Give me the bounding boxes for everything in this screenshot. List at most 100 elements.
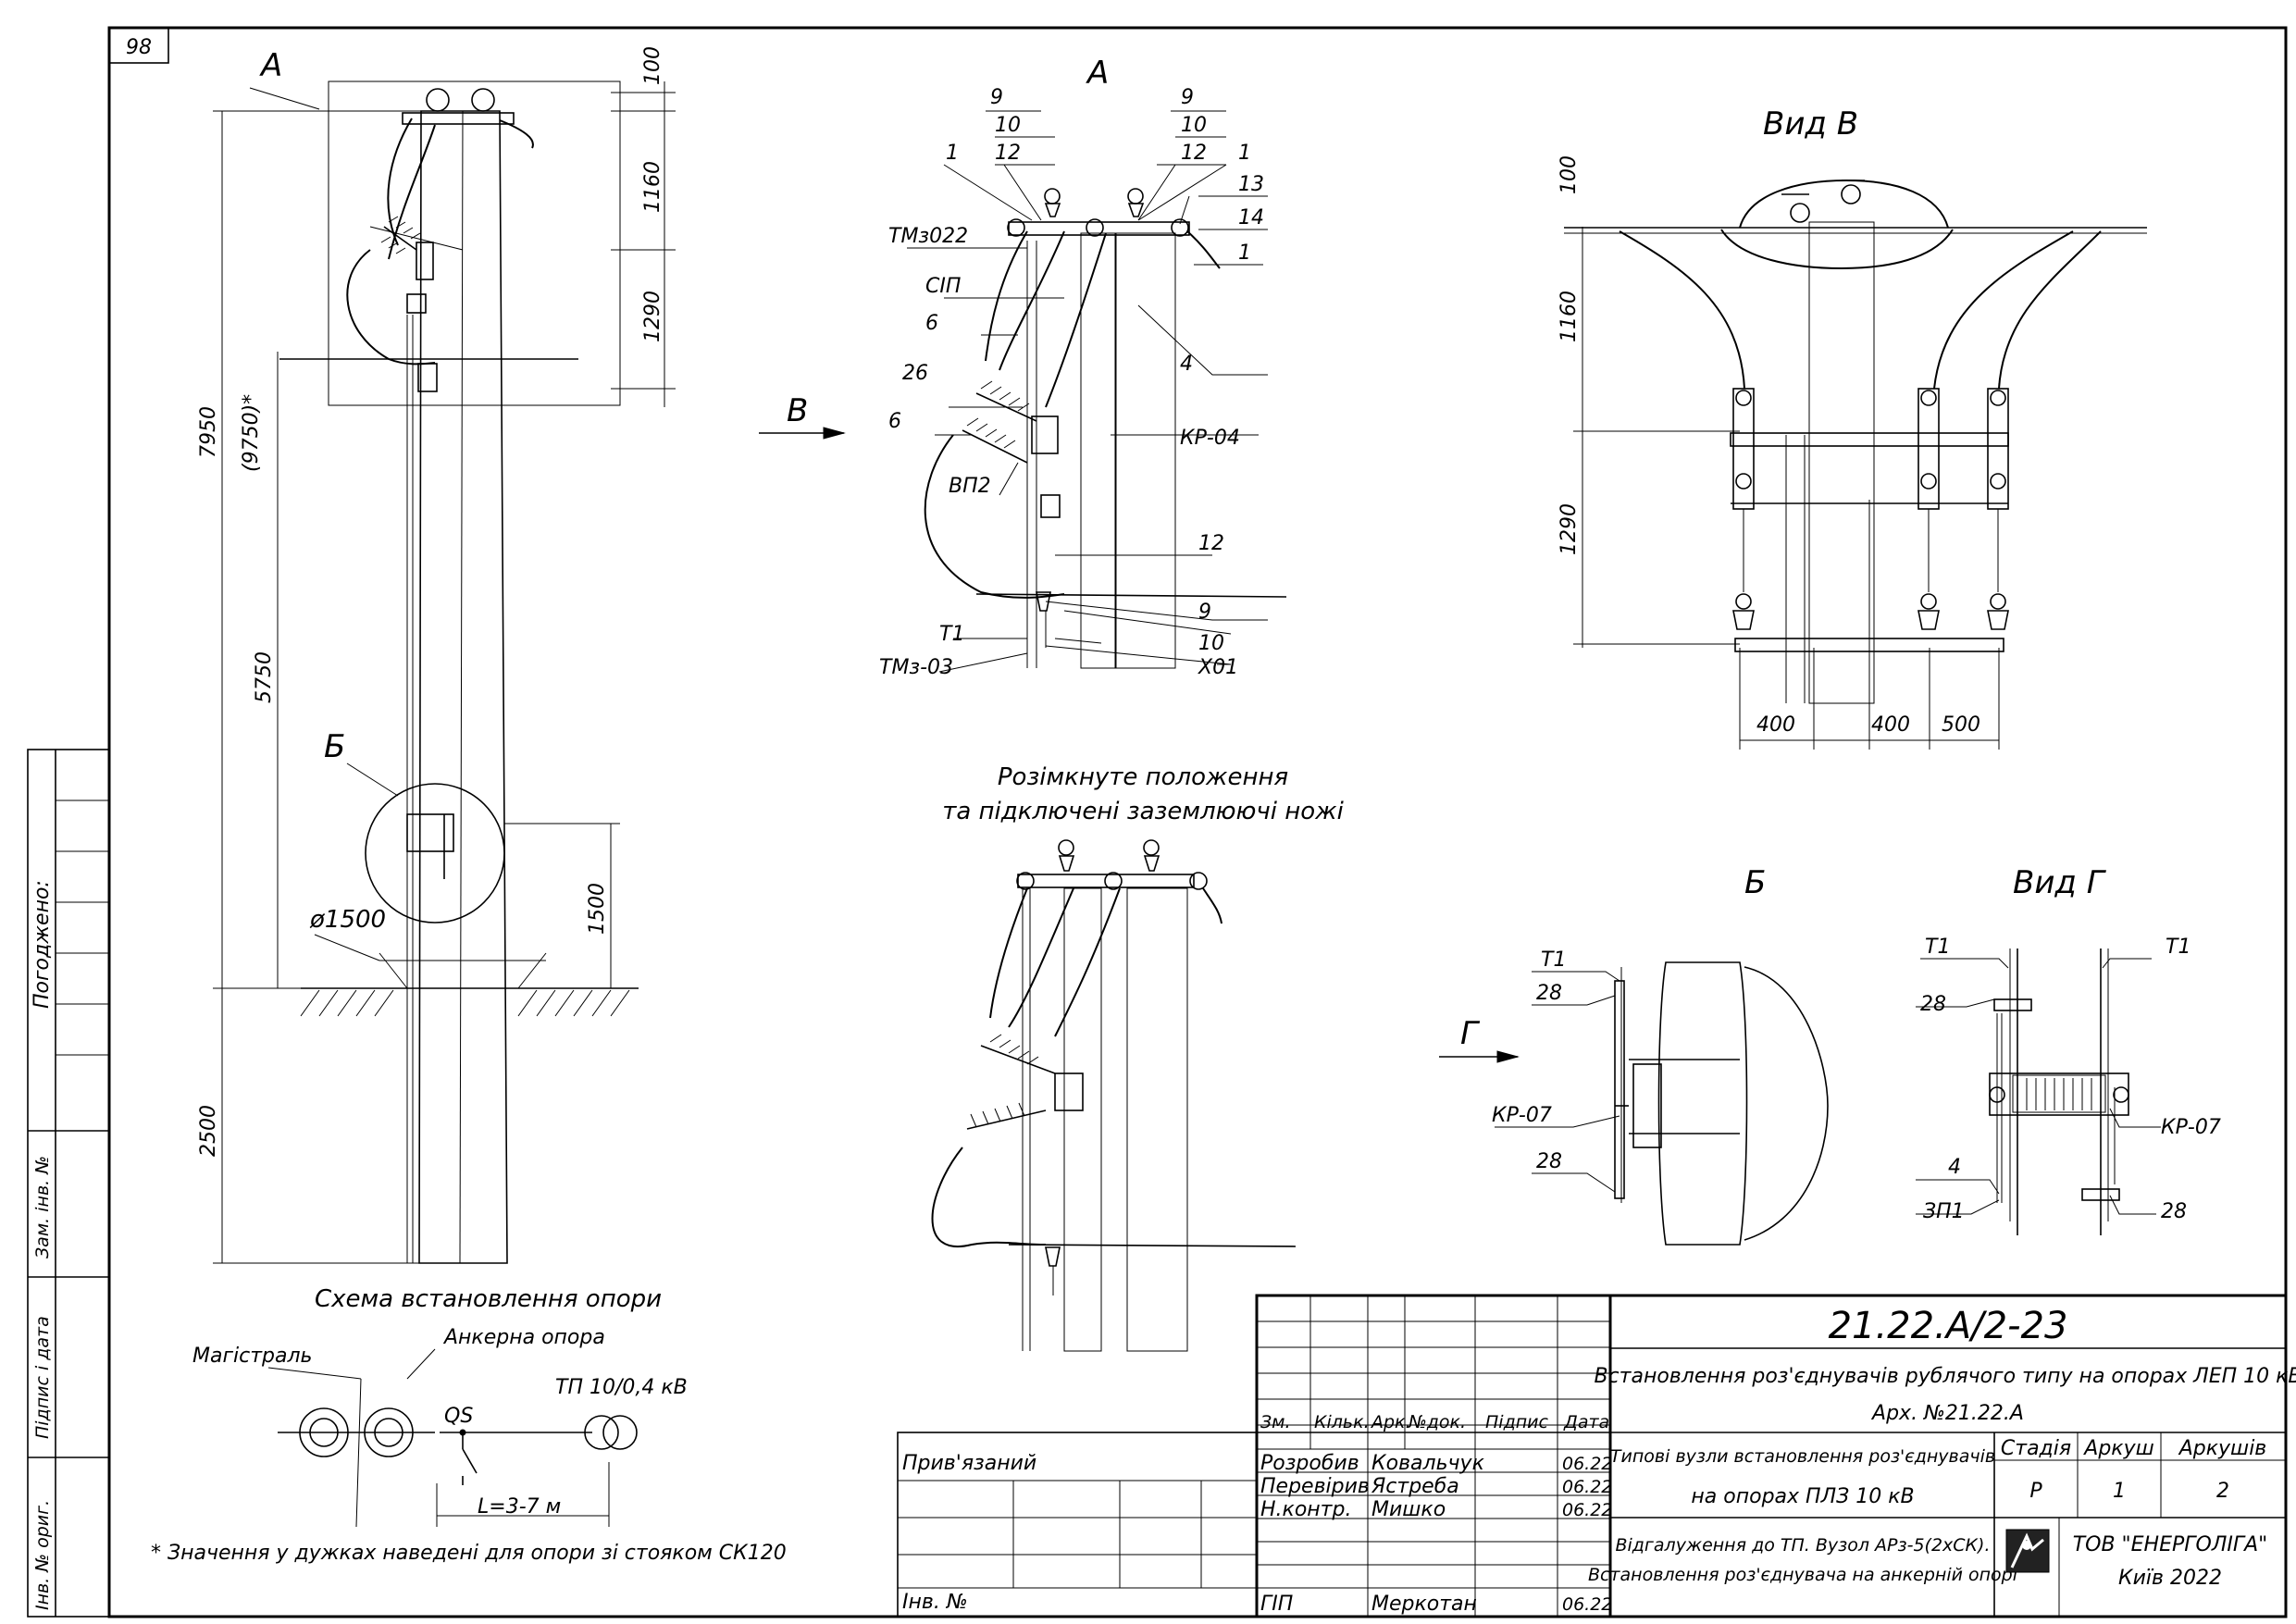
tb-project-title: Встановлення роз'єднувачів рублячого тип… xyxy=(1594,1365,2296,1388)
tb-stage: Р xyxy=(2029,1480,2042,1503)
company-logo xyxy=(2005,1529,2050,1573)
view-g-callout-28-top: 28 xyxy=(1920,993,1946,1016)
tb-date-2: 06.22 xyxy=(1562,1500,1612,1520)
tb-date-0: 06.22 xyxy=(1562,1454,1612,1474)
tb-sheets-label: Аркушів xyxy=(2178,1437,2267,1460)
view-g-callout-t1-right: Т1 xyxy=(2166,936,2191,959)
callout-12-left: 12 xyxy=(995,142,1021,165)
dim-2500: 2500 xyxy=(197,1105,220,1157)
transformer-symbol-2 xyxy=(602,1415,638,1450)
tb-header-data: Дата xyxy=(1563,1412,1609,1432)
detail-b-arrow-label: Г xyxy=(1460,1015,1481,1052)
callout-9-left: 9 xyxy=(990,86,1003,109)
open-position-title-1: Розімкнуте положення xyxy=(998,763,1288,791)
side-stamp: Погоджено: Зам. інв. № Підпис і дата Інв… xyxy=(27,749,110,1618)
dim-5750: 5750 xyxy=(253,651,276,703)
callout-10-lower: 10 xyxy=(1198,632,1224,655)
detail-a-arrow-label: В xyxy=(787,392,808,429)
callout-13: 13 xyxy=(1238,173,1264,196)
tb-code: 21.22.А/2-23 xyxy=(1829,1305,2068,1347)
tb-header-zm: Зм. xyxy=(1260,1412,1291,1432)
tb-sheet: 1 xyxy=(2113,1480,2126,1503)
view-v-disconnector-1 xyxy=(1732,388,1755,630)
callout-26: 26 xyxy=(902,362,928,385)
tb-section-title-1: Типові вузли встановлення роз'єднувачів xyxy=(1610,1446,1995,1467)
tb-header-pidpys: Підпис xyxy=(1485,1412,1548,1432)
callout-sip: СІП xyxy=(925,275,961,298)
dim-1500: 1500 xyxy=(586,883,609,935)
pole-label-a: А xyxy=(259,47,282,84)
tb-name-0: Ковальчук xyxy=(1371,1452,1485,1475)
view-v-disconnector-3 xyxy=(1987,388,2009,630)
tb-sheet-title-2: Встановлення роз'єднувача на анкерній оп… xyxy=(1588,1565,2018,1585)
tb-name-1: Ястреба xyxy=(1371,1475,1459,1498)
installation-scheme: Схема встановлення опори Магістраль Анке… xyxy=(151,1285,787,1565)
callout-10-right: 10 xyxy=(1181,114,1207,137)
open-position-view: Розімкнуте положення та підключені зазем… xyxy=(931,763,1345,1352)
callout-t1: Т1 xyxy=(939,623,964,646)
detail-b-title: Б xyxy=(1744,864,1766,901)
callout-12-right: 12 xyxy=(1181,142,1207,165)
signature-date-label: Підпис і дата xyxy=(32,1316,53,1439)
tb-sheet-label: Аркуш xyxy=(2082,1437,2153,1460)
detail-b: Б Г Т1 28 КР-07 28 xyxy=(1439,864,1829,1246)
tb-role-0: Розробив xyxy=(1260,1452,1359,1475)
view-g-callout-zp1: ЗП1 xyxy=(1923,1200,1965,1223)
view-g-callout-t1-left: Т1 xyxy=(1925,936,1950,959)
callout-9-lower: 9 xyxy=(1198,601,1211,624)
tb-city: Київ 2022 xyxy=(2118,1567,2222,1590)
orig-inv-label: Інв. № ориг. xyxy=(32,1500,53,1610)
dim-9750: (9750)* xyxy=(240,394,263,472)
scheme-note: * Значення у дужках наведені для опори з… xyxy=(151,1542,787,1565)
view-g-callout-kr07: КР-07 xyxy=(2161,1116,2221,1139)
view-v-title: Вид В xyxy=(1763,105,1858,143)
callout-6-lower: 6 xyxy=(888,410,901,433)
pole-disconnector xyxy=(346,216,436,366)
tb-archive: Арх. №21.22.А xyxy=(1870,1402,2024,1425)
replaced-inv-label: Зам. інв. № xyxy=(32,1156,53,1258)
detail-a-title: А xyxy=(1086,55,1109,92)
detail-b-callout-t1: Т1 xyxy=(1541,948,1566,972)
pole-elevation: А ø1500 Б xyxy=(197,46,676,1264)
view-v-dim-1160: 1160 xyxy=(1558,291,1581,342)
dim-1290: 1290 xyxy=(641,291,664,342)
callout-10-left: 10 xyxy=(995,114,1021,137)
title-block: Зм. Кільк. Арк. №док. Підпис Дата Розроб… xyxy=(897,1294,2296,1618)
view-g-callout-28-bottom: 28 xyxy=(2161,1200,2187,1223)
tb-company: ТОВ "ЕНЕРГОЛІГА" xyxy=(2073,1533,2268,1556)
callout-9-right: 9 xyxy=(1181,86,1194,109)
tb-header-kilk: Кільк. xyxy=(1314,1412,1370,1432)
callout-kr04: КР-04 xyxy=(1180,427,1240,450)
view-v-dim-1290: 1290 xyxy=(1558,503,1581,555)
tb-sheet-title-1: Відгалуження до ТП. Вузол АРз-5(2хСК). xyxy=(1615,1535,1990,1556)
dim-1160: 1160 xyxy=(641,161,664,213)
view-g-callout-4: 4 xyxy=(1948,1156,1961,1179)
callout-1-left: 1 xyxy=(946,142,959,165)
detail-b-circle xyxy=(365,783,505,924)
callout-4: 4 xyxy=(1180,353,1193,376)
callout-tmz03: ТМз-03 xyxy=(879,656,953,679)
scheme-main-line: Магістраль xyxy=(192,1345,313,1368)
callout-1-lower: 1 xyxy=(1238,242,1251,265)
callout-12-lower: 12 xyxy=(1198,532,1224,555)
view-v-dim-100: 100 xyxy=(1558,155,1581,194)
detail-b-callout-28-top: 28 xyxy=(1536,982,1562,1005)
callout-x01: Х01 xyxy=(1198,656,1238,679)
detail-b-callout-28-bottom: 28 xyxy=(1536,1150,1562,1173)
scheme-anchor-pole: Анкерна опора xyxy=(442,1326,605,1349)
pole-body xyxy=(418,110,508,1264)
dim-7950: 7950 xyxy=(197,406,220,458)
callout-14: 14 xyxy=(1238,206,1264,229)
scheme-title: Схема встановлення опори xyxy=(315,1285,662,1313)
callout-1-right: 1 xyxy=(1238,142,1251,165)
detail-a: А В xyxy=(759,55,1287,679)
detail-b-callout-kr07: КР-07 xyxy=(1492,1104,1552,1127)
view-v-disconnector-2 xyxy=(1917,388,1940,630)
view-v-dim-400-b: 400 xyxy=(1871,713,1910,737)
pole-diameter: ø1500 xyxy=(309,906,386,934)
tb-role-2: Н.контр. xyxy=(1260,1498,1351,1521)
view-g: Вид Г Т1 Т1 28 КР-07 4 ЗП1 28 xyxy=(1916,864,2221,1235)
transformer-symbol-1 xyxy=(584,1415,619,1450)
